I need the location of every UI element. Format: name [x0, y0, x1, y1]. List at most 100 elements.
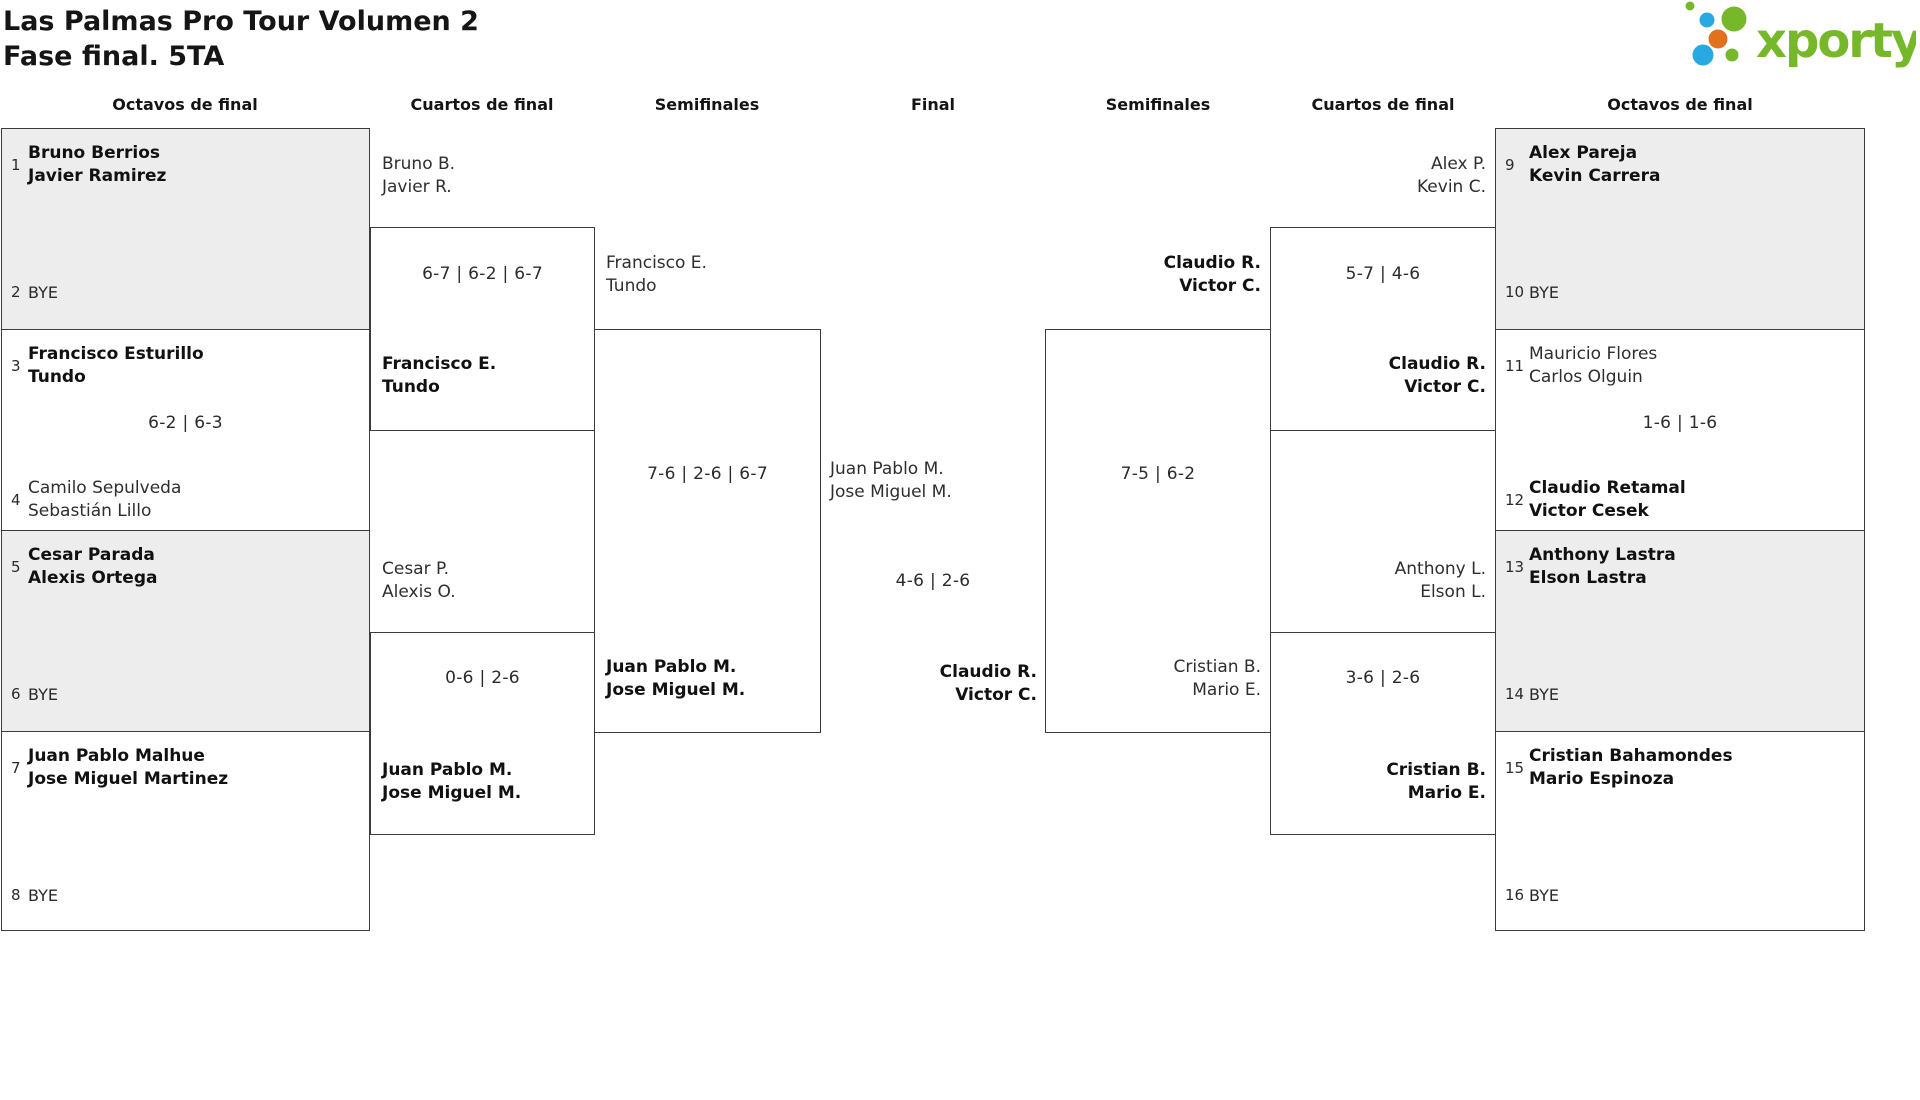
seed-number: 4 [11, 490, 21, 509]
match-box-qf-right-2[interactable] [1270, 632, 1496, 835]
bye-label: BYE [1529, 685, 1559, 704]
team-label: Claudio R.Victor C. [1164, 252, 1261, 298]
player-name: Elson Lastra [1529, 568, 1647, 588]
seed-number: 12 [1505, 490, 1525, 509]
player-name: Cesar Parada [28, 545, 155, 565]
player-name: Alexis O. [382, 582, 456, 602]
player-name: Alex Pareja [1529, 143, 1638, 163]
round-header-octavos-right: Octavos de final [1607, 95, 1753, 114]
match-box-r16-right-2[interactable] [1495, 329, 1865, 531]
seed-number: 7 [11, 758, 21, 777]
seed-number: 5 [11, 557, 21, 576]
match-box-qf-left-1[interactable] [370, 227, 595, 431]
player-name: Anthony L. [1394, 559, 1486, 579]
player-name: Claudio R. [1388, 354, 1486, 374]
player-name: Claudio R. [939, 662, 1037, 682]
match-score: 5-7 | 4-6 [1345, 264, 1421, 284]
round-header-semis-left: Semifinales [654, 95, 760, 114]
player-name: Victor C. [1404, 377, 1486, 397]
team-label: Juan Pablo M.Jose Miguel M. [382, 759, 521, 805]
xporty-logo-text: xporty [1756, 13, 1916, 69]
seed-number: 16 [1505, 886, 1525, 904]
player-name: Juan Pablo Malhue [28, 746, 205, 766]
player-name: Claudio Retamal [1529, 478, 1686, 498]
team-label: Cristian B. Mario E. [1386, 759, 1486, 805]
match-box-r16-left-1[interactable] [1, 128, 370, 330]
match-score: 7-6 | 2-6 | 6-7 [647, 464, 768, 484]
match-score: 4-6 | 2-6 [895, 571, 971, 591]
bye-label: BYE [1529, 283, 1559, 302]
match-score: 3-6 | 2-6 [1345, 668, 1421, 688]
player-name: Claudio R. [1163, 253, 1261, 273]
page-title: Las Palmas Pro Tour Volumen 2 Fase final… [3, 4, 479, 74]
match-box-qf-right-1[interactable] [1270, 227, 1496, 431]
team-label: Cristian B. Mario E. [1174, 656, 1262, 702]
seed-number: 15 [1505, 758, 1525, 777]
player-name: Jose Miguel Martinez [28, 769, 229, 789]
seed-number: 9 [1505, 155, 1515, 174]
player-name: Tundo [382, 377, 440, 397]
team-entry-bye: 14 BYE [1495, 683, 1559, 706]
match-box-sf-left[interactable] [594, 329, 821, 733]
match-box-r16-right-1[interactable] [1495, 128, 1865, 330]
round-header-semis-right: Semifinales [1105, 95, 1211, 114]
tournament-title: Las Palmas Pro Tour Volumen 2 [3, 6, 479, 37]
match-box-r16-right-4[interactable] [1495, 731, 1865, 931]
team-label: Anthony L. Elson L. [1395, 558, 1486, 604]
player-name: Tundo [28, 367, 86, 387]
player-name: Tundo [606, 276, 657, 296]
seed-number: 10 [1505, 283, 1525, 301]
player-name: Bruno B. [382, 154, 456, 174]
team-label: Francisco E.Tundo [606, 252, 707, 298]
team-entry-bye: 2 BYE [1, 281, 58, 304]
seed-number: 2 [11, 283, 21, 301]
player-name: Camilo Sepulveda [28, 478, 182, 498]
match-score: 0-6 | 2-6 [445, 668, 520, 688]
match-box-r16-left-2[interactable] [1, 329, 370, 531]
team-label: Claudio R. Victor C. [1389, 353, 1486, 399]
seed-number: 6 [11, 685, 21, 703]
team-entry-bye: 6 BYE [1, 683, 58, 706]
player-name: Cristian B. [1386, 760, 1486, 780]
player-name: Cristian B. [1173, 657, 1262, 677]
team-label: Francisco E. Tundo [382, 353, 496, 399]
seed-number: 14 [1505, 685, 1525, 703]
match-box-sf-right[interactable] [1045, 329, 1271, 733]
player-name: Javier Ramirez [28, 166, 167, 186]
team-entry-bye: 8 BYE [1, 884, 58, 907]
seed-number: 1 [11, 155, 21, 174]
player-name: Sebastián Lillo [28, 501, 152, 521]
tournament-stage: Fase final. 5TA [3, 41, 225, 72]
player-name: Francisco E. [382, 354, 497, 374]
player-name: Cristian Bahamondes [1529, 746, 1733, 766]
player-name: Mario E. [1192, 680, 1261, 700]
match-box-qf-left-2[interactable] [370, 632, 595, 835]
round-header-cuartos-right: Cuartos de final [1311, 95, 1455, 114]
player-name: Alex P. [1431, 154, 1486, 174]
bye-label: BYE [28, 685, 58, 704]
match-score: 6-7 | 6-2 | 6-7 [422, 264, 543, 284]
player-name: Juan Pablo M. [830, 459, 944, 479]
round-header-cuartos-left: Cuartos de final [410, 95, 554, 114]
round-header-final: Final [910, 95, 956, 114]
seed-number: 13 [1505, 557, 1525, 576]
team-label-champion: Claudio R.Victor C. [940, 661, 1037, 707]
match-box-r16-right-3[interactable] [1495, 530, 1865, 732]
match-box-r16-left-4[interactable] [1, 731, 370, 931]
player-name: Elson L. [1420, 582, 1486, 602]
player-name: Kevin C. [1417, 177, 1486, 197]
team-entry-bye: 16 BYE [1495, 884, 1559, 907]
player-name: Mario E. [1407, 783, 1486, 803]
team-entry-bye: 10 BYE [1495, 281, 1559, 304]
player-name: Javier R. [382, 177, 452, 197]
team-label: Juan Pablo M.Jose Miguel M. [606, 656, 745, 702]
seed-number: 8 [11, 886, 21, 904]
match-score: 1-6 | 1-6 [1642, 413, 1718, 433]
